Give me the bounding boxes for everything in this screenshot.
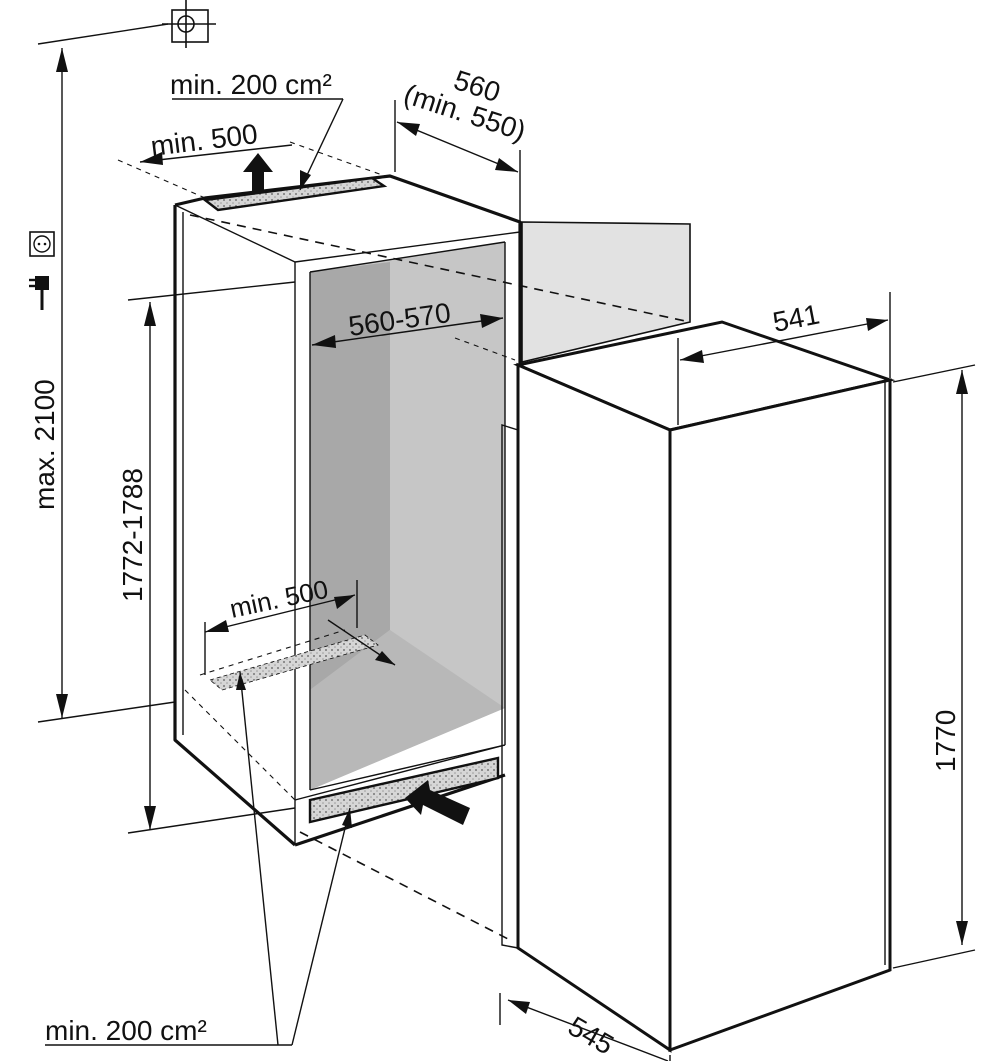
label-appliance-depth: 541	[770, 299, 822, 338]
dimension-lines	[37, 23, 976, 1061]
niche-cabinet	[173, 174, 691, 941]
airflow-up-arrow	[243, 153, 273, 193]
door-panel	[521, 221, 691, 364]
label-vent-top-depth: min. 500	[149, 118, 259, 162]
label-appliance-height: 1770	[930, 710, 961, 772]
niche-floor	[310, 630, 505, 790]
bottom-rear-vent	[209, 634, 379, 691]
appliance-side	[516, 362, 672, 1053]
appliance-fridge	[501, 320, 896, 1053]
label-max-height: max. 2100	[29, 379, 60, 510]
niche-left-wall	[310, 262, 390, 690]
label-niche-height: 1772-1788	[117, 468, 148, 602]
label-appliance-width: 545	[563, 1010, 619, 1060]
top-vent-grille	[201, 176, 388, 212]
label-vent-bottom-area: min. 200 cm²	[45, 1015, 207, 1046]
plinth-vent-grille	[308, 756, 500, 824]
ground-symbol-icon	[162, 0, 216, 48]
power-socket-icon	[29, 231, 55, 257]
airflow-intake-arrow	[405, 780, 470, 825]
label-vent-top-area: min. 200 cm²	[170, 69, 332, 100]
appliance-front	[668, 378, 892, 1053]
power-plug-icon	[29, 276, 49, 310]
